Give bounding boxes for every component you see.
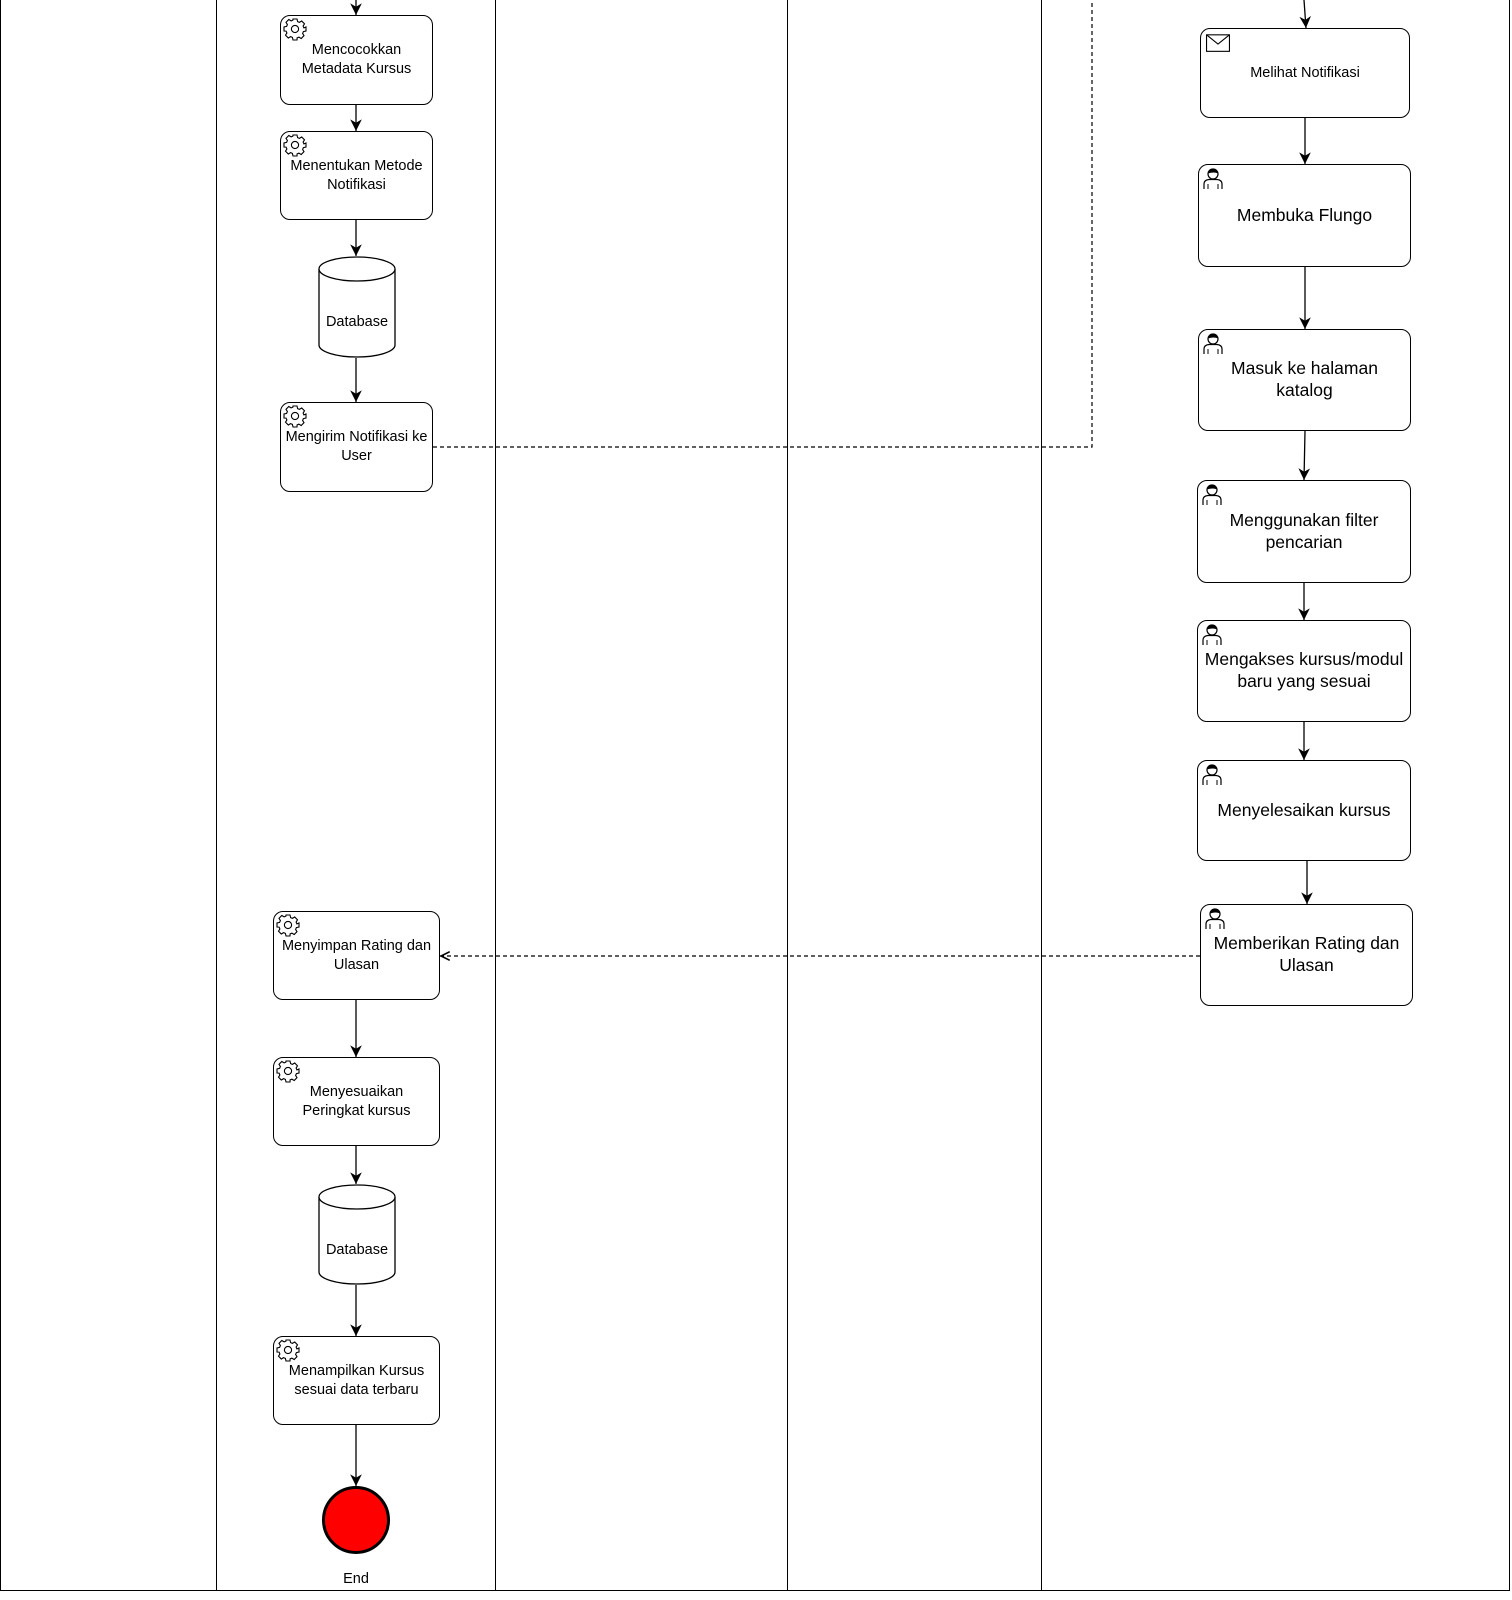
task-label: Menyimpan Rating dan Ulasan bbox=[281, 937, 432, 973]
lane-divider bbox=[787, 0, 788, 1590]
user-icon bbox=[1203, 333, 1223, 354]
user-icon bbox=[1205, 908, 1225, 929]
lane-divider bbox=[1041, 0, 1042, 1590]
database-store: Database bbox=[318, 256, 396, 359]
lane-divider bbox=[216, 0, 217, 1590]
task-label: Menentukan Metode Notifikasi bbox=[290, 157, 423, 193]
gear-icon bbox=[276, 1339, 300, 1362]
task-label: Menampilkan Kursus sesuai data terbaru bbox=[288, 1362, 425, 1398]
task-label: Mengakses kursus/modul baru yang sesuai bbox=[1204, 649, 1404, 691]
task-memberikan-rating[interactable]: Memberikan Rating dan Ulasan bbox=[1200, 904, 1413, 1006]
task-label: Melihat Notifikasi bbox=[1250, 64, 1360, 81]
task-label: Menyelesaikan kursus bbox=[1217, 799, 1391, 820]
task-label: Membuka Flungo bbox=[1236, 204, 1373, 225]
task-menampilkan-kursus[interactable]: Menampilkan Kursus sesuai data terbaru bbox=[273, 1336, 440, 1425]
envelope-icon bbox=[1205, 34, 1231, 52]
user-icon bbox=[1202, 484, 1222, 505]
database-label: Database bbox=[325, 314, 389, 330]
task-membuka-flungo[interactable]: Membuka Flungo bbox=[1198, 164, 1411, 267]
lane-divider bbox=[495, 0, 496, 1590]
task-melihat-notifikasi[interactable]: Melihat Notifikasi bbox=[1200, 28, 1410, 118]
database-icon bbox=[318, 256, 396, 358]
flow-arrow bbox=[1298, 430, 1311, 481]
task-label: Masuk ke halaman katalog bbox=[1231, 358, 1378, 400]
lane-divider bbox=[0, 0, 1, 1590]
database-store: Database bbox=[318, 1184, 396, 1286]
end-event[interactable] bbox=[322, 1486, 390, 1554]
flow-arrow bbox=[1299, 0, 1312, 29]
task-menyimpan-rating[interactable]: Menyimpan Rating dan Ulasan bbox=[273, 911, 440, 1000]
task-label: Menyesuaikan Peringkat kursus bbox=[302, 1083, 411, 1119]
database-label: Database bbox=[325, 1242, 389, 1258]
task-menyelesaikan-kursus[interactable]: Menyelesaikan kursus bbox=[1197, 760, 1411, 861]
task-masuk-katalog[interactable]: Masuk ke halaman katalog bbox=[1198, 329, 1411, 431]
gear-icon bbox=[283, 18, 307, 41]
task-menggunakan-filter[interactable]: Menggunakan filter pencarian bbox=[1197, 480, 1411, 583]
task-label: Menggunakan filter pencarian bbox=[1229, 509, 1379, 552]
task-label: Mencocokkan Metadata Kursus bbox=[301, 42, 412, 77]
user-icon bbox=[1202, 624, 1222, 645]
gear-icon bbox=[283, 134, 307, 157]
user-icon bbox=[1203, 168, 1223, 189]
end-event-label: End bbox=[343, 1571, 369, 1587]
database-icon bbox=[318, 1184, 396, 1285]
gear-icon bbox=[283, 405, 307, 428]
pool-bottom-border bbox=[0, 1590, 1510, 1591]
message-flow bbox=[433, 0, 1093, 448]
task-mengirim-notifikasi[interactable]: Mengirim Notifikasi ke User bbox=[280, 402, 433, 492]
task-mengakses-kursus[interactable]: Mengakses kursus/modul baru yang sesuai bbox=[1197, 620, 1411, 722]
gear-icon bbox=[276, 914, 300, 937]
task-label: Mengirim Notifikasi ke User bbox=[285, 429, 428, 464]
gear-icon bbox=[276, 1060, 300, 1083]
task-menyesuaikan-peringkat[interactable]: Menyesuaikan Peringkat kursus bbox=[273, 1057, 440, 1146]
task-menentukan-metode[interactable]: Menentukan Metode Notifikasi bbox=[280, 131, 433, 220]
user-icon bbox=[1202, 764, 1222, 785]
lane-divider bbox=[1509, 0, 1510, 1590]
task-label: Memberikan Rating dan Ulasan bbox=[1213, 933, 1400, 975]
task-mencocokkan-metadata[interactable]: Mencocokkan Metadata Kursus bbox=[280, 15, 433, 105]
